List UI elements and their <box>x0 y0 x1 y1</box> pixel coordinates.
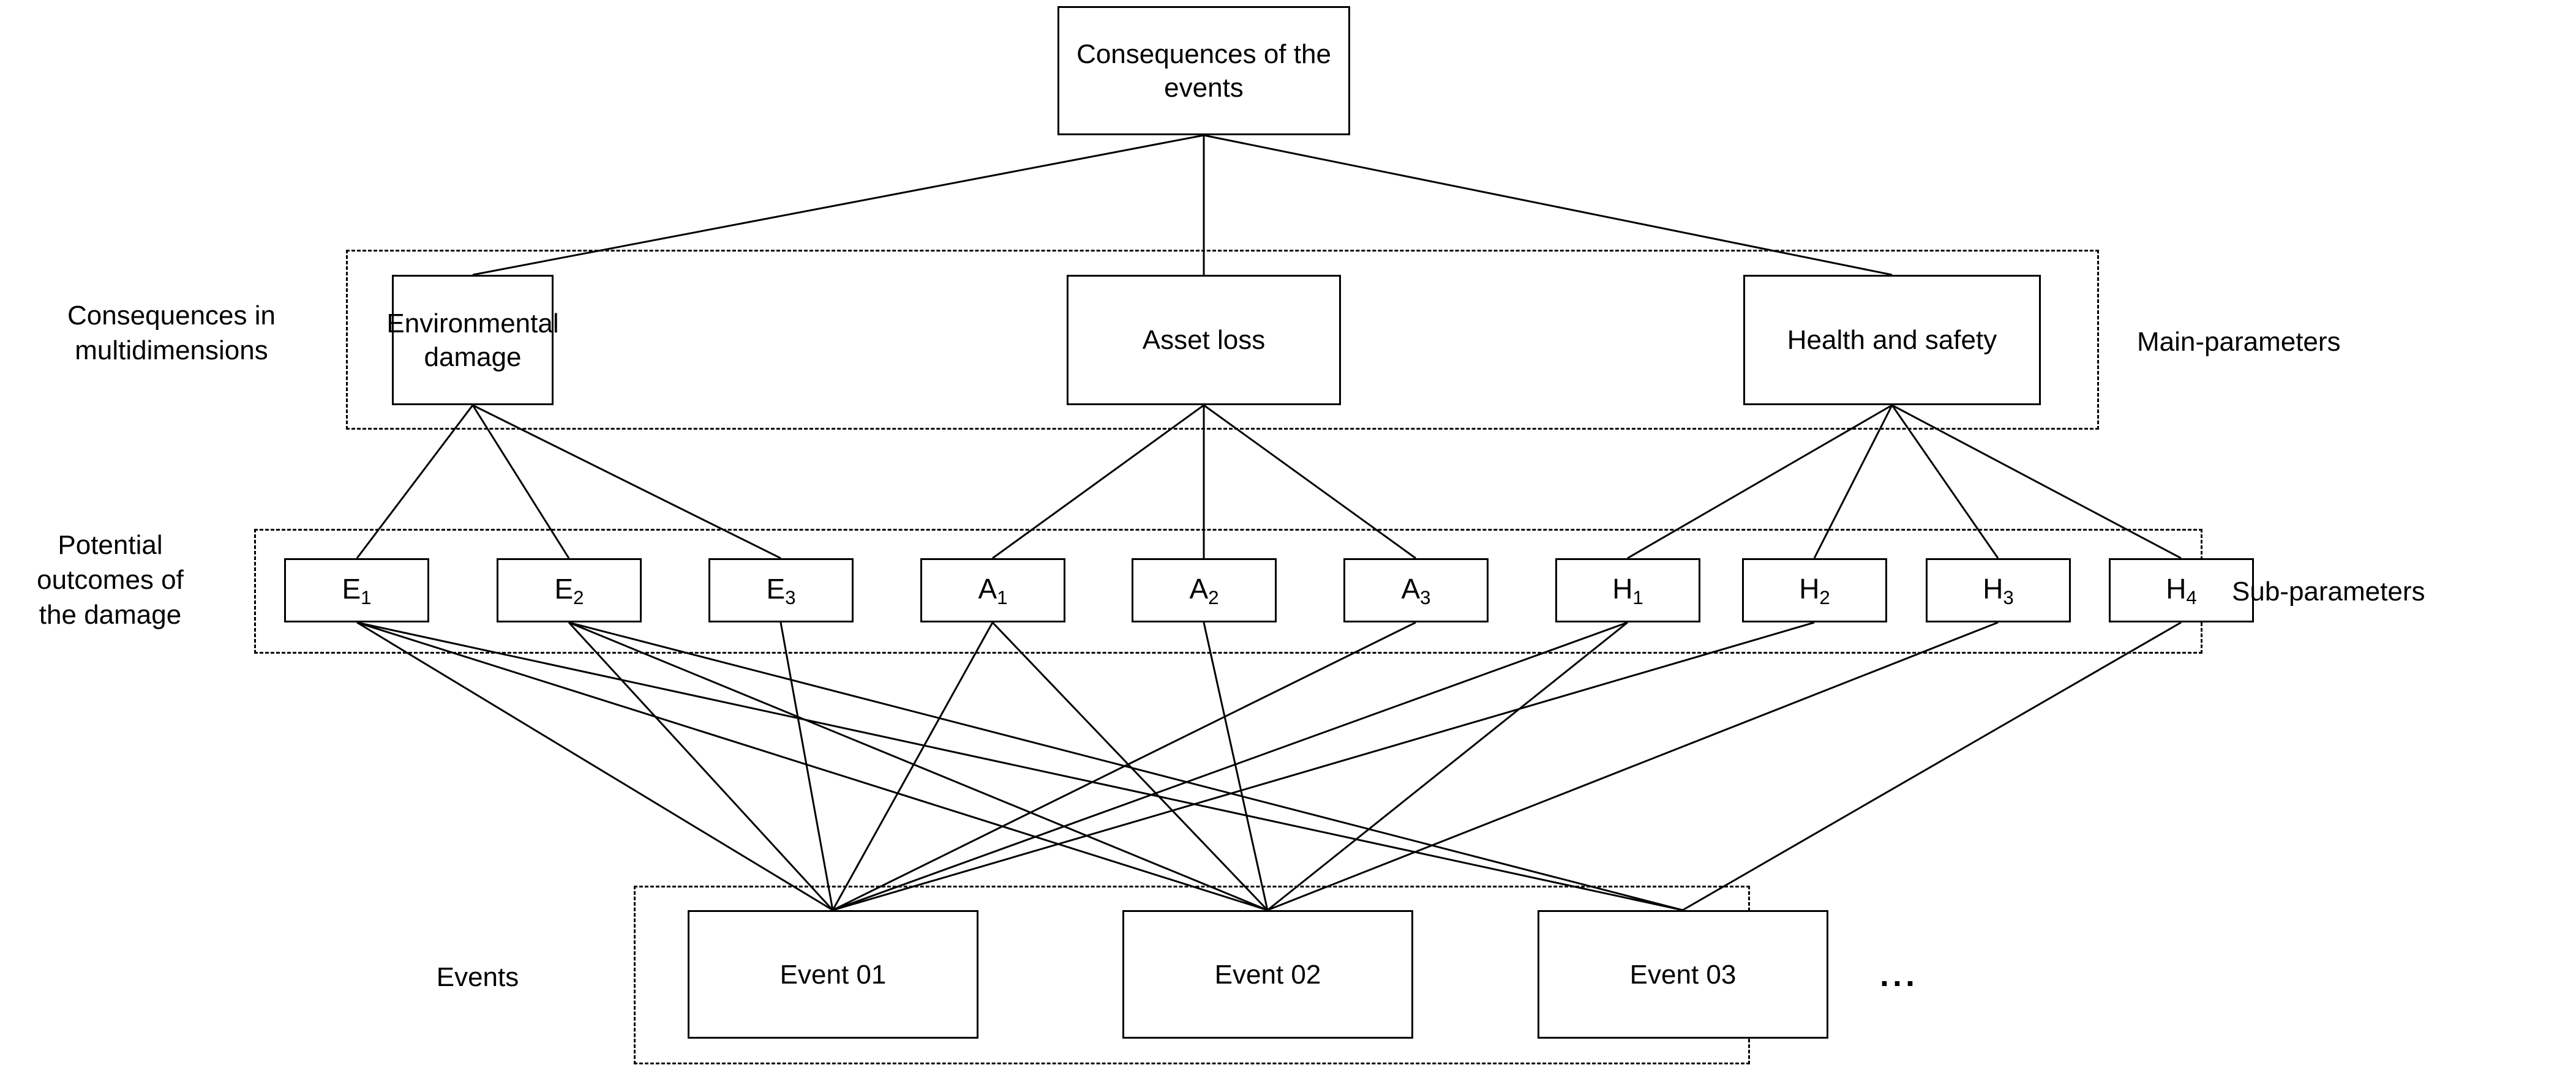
node-asset-loss[interactable]: Asset loss <box>1067 275 1341 405</box>
node-sub-e3[interactable]: E3 <box>708 558 854 622</box>
sub-e3-label: E3 <box>766 572 796 608</box>
group-main-parameters <box>346 250 2099 430</box>
edge-h2-event01 <box>832 621 1815 911</box>
edge-e2-event01 <box>568 621 834 911</box>
edge-e1-event02 <box>356 621 1268 911</box>
sub-a1-label: A1 <box>978 572 1008 608</box>
edge-h1-event02 <box>1267 621 1628 911</box>
row-label-main-parameters: Main-parameters <box>2137 327 2341 357</box>
edge-a1-event01 <box>832 622 994 911</box>
edge-a1-event02 <box>991 621 1269 911</box>
node-environmental-damage[interactable]: Environmental damage <box>386 275 559 405</box>
row-label-consequences-multidimensions: Consequences in multidimensions <box>67 301 276 366</box>
sub-h1-label: H1 <box>1612 572 1643 608</box>
node-sub-a1[interactable]: A1 <box>920 558 1065 622</box>
edge-a3-event01 <box>832 621 1416 911</box>
node-sub-e1[interactable]: E1 <box>284 558 429 622</box>
node-event-01[interactable]: Event 01 <box>688 910 978 1039</box>
sub-e2-label: E2 <box>554 572 584 608</box>
edge-a2-event02 <box>1203 622 1269 911</box>
node-sub-h1[interactable]: H1 <box>1555 558 1700 622</box>
edge-e2-event03 <box>568 621 1683 911</box>
edge-e3-event01 <box>779 622 834 911</box>
edge-e1-event03 <box>356 621 1683 911</box>
sub-e1-label: E1 <box>342 572 372 608</box>
sub-a3-label: A3 <box>1401 572 1431 608</box>
root-node-consequences-of-the-events[interactable]: Consequences of the events <box>1057 6 1350 135</box>
node-sub-h3[interactable]: H3 <box>1926 558 2071 622</box>
node-sub-a2[interactable]: A2 <box>1132 558 1277 622</box>
node-event-03[interactable]: Event 03 <box>1538 910 1828 1039</box>
edge-e1-event01 <box>356 621 833 911</box>
node-health-and-safety[interactable]: Health and safety <box>1743 275 2041 405</box>
node-sub-h4[interactable]: H4 <box>2109 558 2254 622</box>
row-label-sub-parameters: Sub-parameters <box>2232 577 2425 607</box>
events-ellipsis: ... <box>1880 957 1919 993</box>
edge-h3-event02 <box>1267 621 1999 911</box>
node-sub-h2[interactable]: H2 <box>1742 558 1887 622</box>
node-sub-a3[interactable]: A3 <box>1343 558 1489 622</box>
sub-h2-label: H2 <box>1799 572 1830 608</box>
sub-h4-label: H4 <box>2166 572 2197 608</box>
row-label-events: Events <box>436 962 519 992</box>
edge-h4-event03 <box>1682 621 2182 911</box>
edge-e2-event02 <box>568 621 1268 911</box>
sub-a2-label: A2 <box>1189 572 1219 608</box>
row-label-potential-outcomes: Potential outcomes of the damage <box>37 530 184 630</box>
node-event-02[interactable]: Event 02 <box>1122 910 1413 1039</box>
node-sub-e2[interactable]: E2 <box>497 558 642 622</box>
sub-h3-label: H3 <box>1983 572 2014 608</box>
edge-h1-event01 <box>832 621 1628 911</box>
